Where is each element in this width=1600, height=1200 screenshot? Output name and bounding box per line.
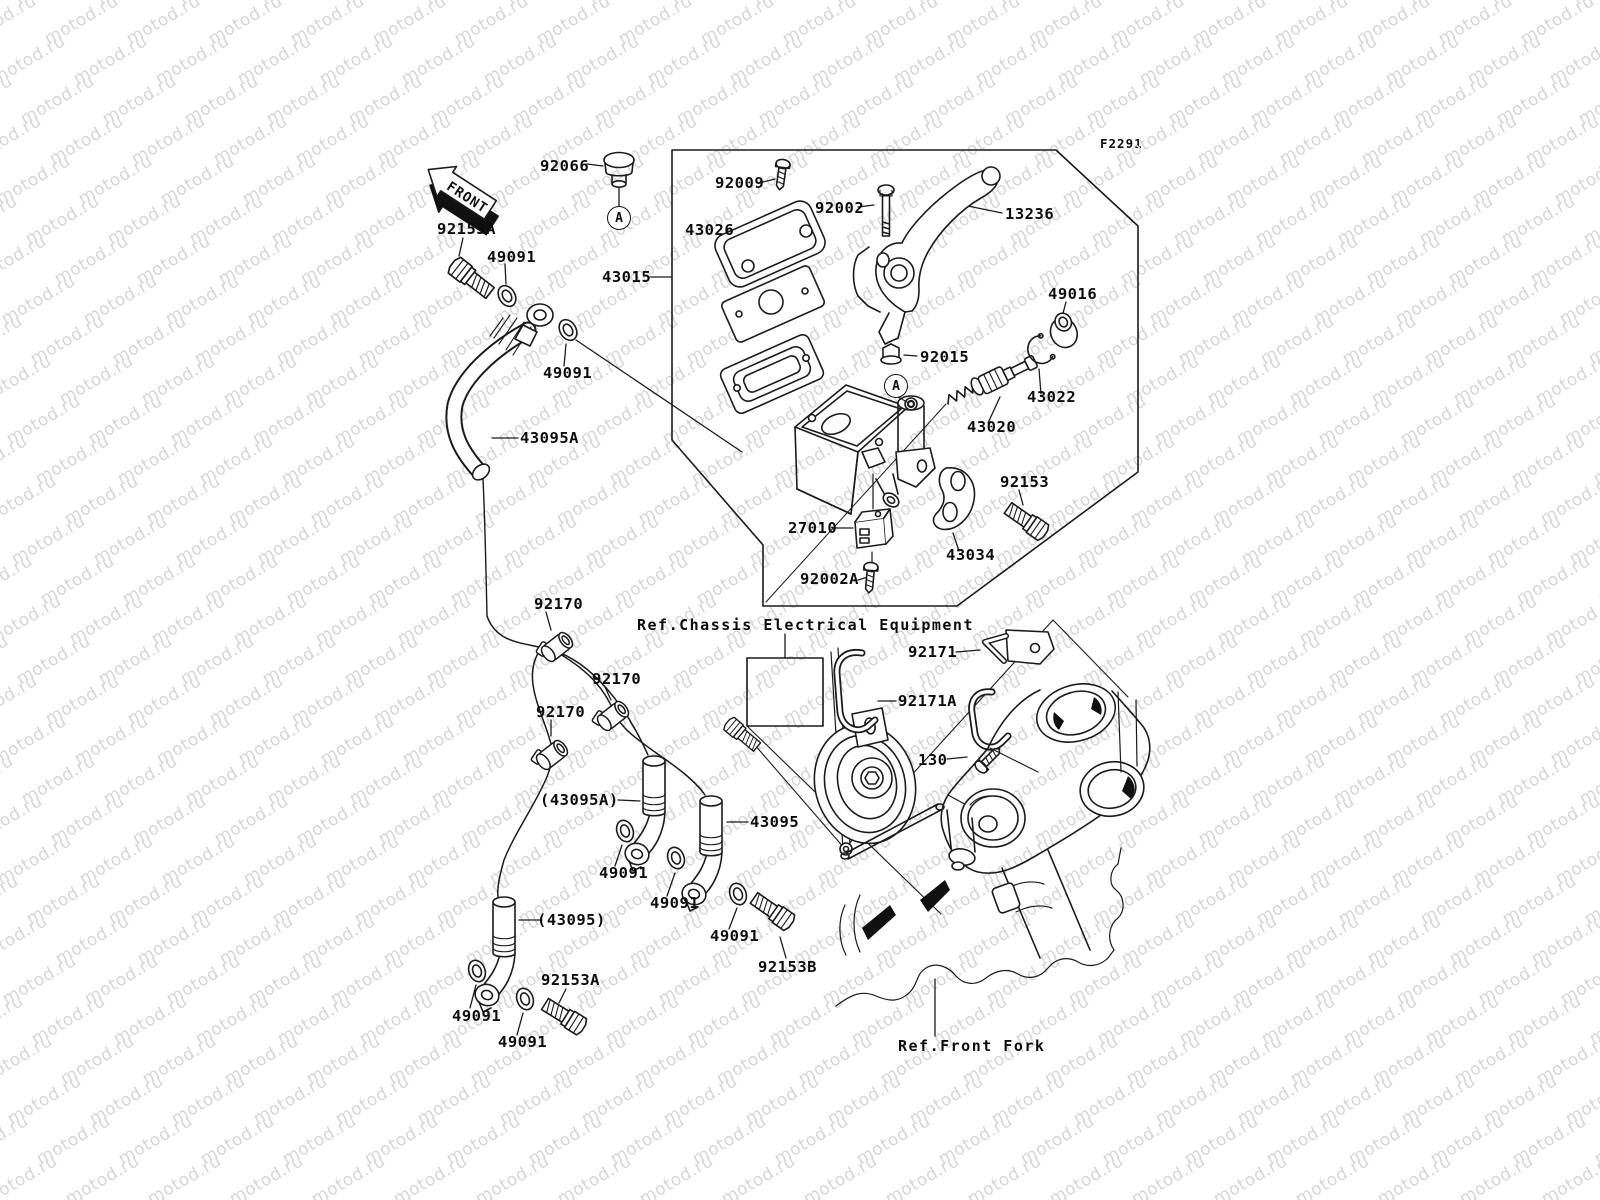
part-label: 43095 — [750, 813, 800, 831]
part-label: 92170 — [534, 595, 584, 613]
reference-label: Ref.Chassis Electrical Equipment — [637, 616, 974, 634]
part-label: 92170 — [536, 703, 586, 721]
piston-assembly-drawing — [947, 312, 1079, 405]
part-label: (43095) — [537, 911, 606, 929]
reservoir-plug-drawing — [603, 151, 635, 189]
figure-code: F2291 — [1100, 136, 1143, 151]
part-label: 43034 — [946, 546, 996, 564]
part-label: 92170 — [592, 670, 642, 688]
part-label: 92009 — [715, 174, 765, 192]
upper-brake-hose-drawing — [445, 254, 582, 617]
part-label: 43095A — [520, 429, 579, 447]
front-arrow: FRONT — [427, 165, 499, 236]
handlebar-clamp-drawing — [932, 467, 976, 531]
part-label: 43026 — [685, 221, 735, 239]
part-label: 92015 — [920, 348, 970, 366]
part-label: 49091 — [543, 364, 593, 382]
diaphragm-drawing — [719, 333, 825, 415]
part-label: 92002 — [815, 199, 865, 217]
part-label: 92153A — [541, 971, 600, 989]
part-label: 130 — [918, 751, 948, 769]
part-label: 13236 — [1005, 205, 1055, 223]
reservoir-cap-drawing — [714, 157, 826, 288]
part-label: 49091 — [498, 1033, 548, 1051]
part-label: 49091 — [487, 248, 537, 266]
part-label: 92153 — [1000, 473, 1050, 491]
part-label: 49091 — [452, 1007, 502, 1025]
part-label: 92002A — [800, 570, 859, 588]
part-label: 92171 — [908, 643, 958, 661]
cap-plate-drawing — [721, 265, 825, 343]
part-label: 49091 — [710, 927, 760, 945]
part-label: 43020 — [967, 418, 1017, 436]
assembly-box-outline — [671, 149, 1139, 607]
part-label: 49091 — [599, 864, 649, 882]
reference-label: Ref.Front Fork — [898, 1037, 1046, 1055]
detail-marker-a: A — [607, 206, 631, 230]
horn-assembly-drawing — [813, 647, 945, 860]
part-label: 49091 — [650, 894, 700, 912]
part-label: 92066 — [540, 157, 590, 175]
part-label: 49016 — [1048, 285, 1098, 303]
part-label: 43022 — [1027, 388, 1077, 406]
brake-switch-drawing — [854, 508, 894, 563]
detail-marker-a: A — [884, 374, 908, 398]
part-label: 92153B — [758, 958, 817, 976]
master-cylinder-body-drawing — [794, 384, 936, 515]
front-fork-drawing — [835, 683, 1151, 1007]
lower-brake-hoses-drawing — [486, 615, 706, 898]
part-label: 92153A — [437, 220, 496, 238]
part-label: 92171A — [898, 692, 957, 710]
part-label: (43095A) — [540, 791, 619, 809]
horn-bracket-drawing — [968, 629, 1055, 776]
brake-lever-drawing — [852, 166, 1001, 365]
part-label: 27010 — [788, 519, 838, 537]
part-label: 43015 — [602, 268, 652, 286]
chassis-electrical-reference — [721, 657, 824, 754]
